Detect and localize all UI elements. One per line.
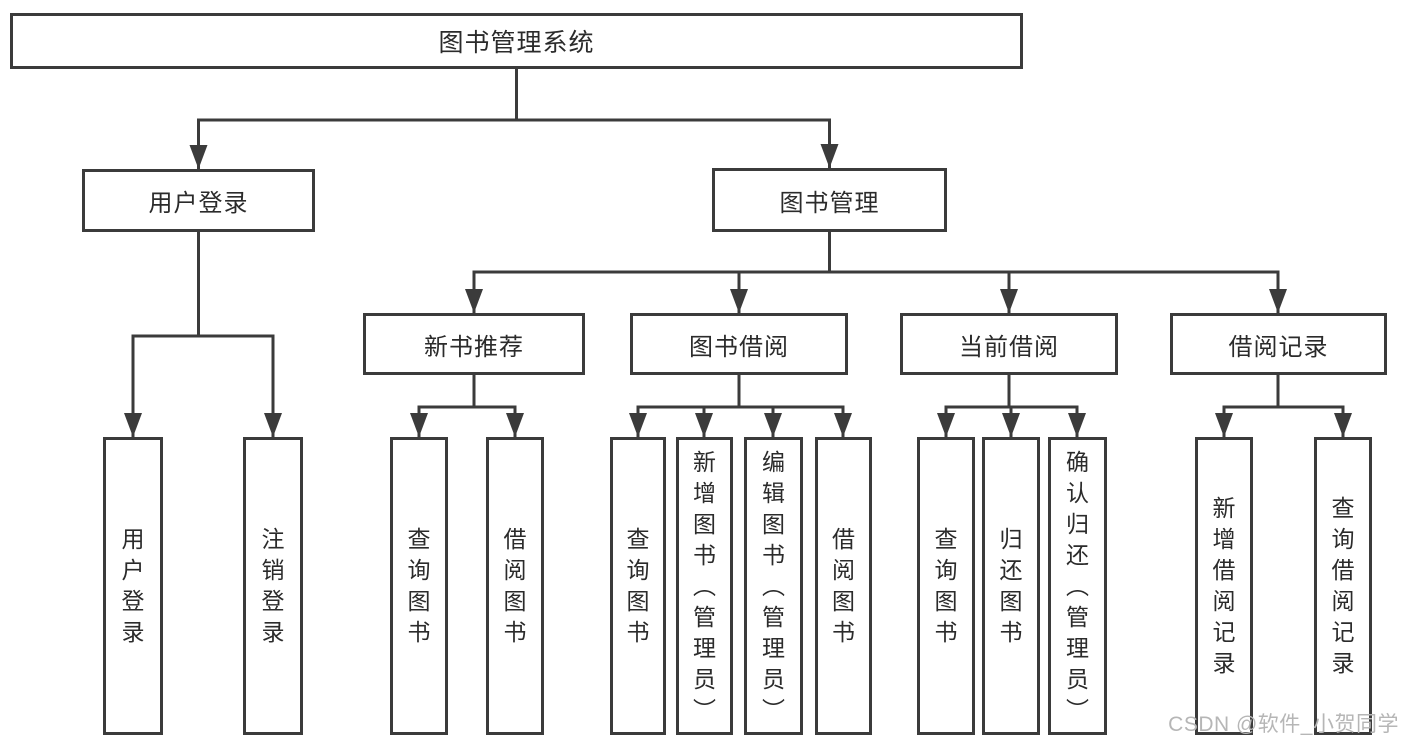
node-leaf-add-book-admin: 新 增 图 书 ︵ 管 理 员 ︶ [676,437,733,735]
node-new-book-recommend: 新书推荐 [363,313,585,375]
connector-current-borrow-to-leaves [937,375,1086,437]
arrow-down-icon [764,413,782,437]
watermark: CSDN @软件_小贺同学 [1168,713,1399,736]
node-root-library-system: 图书管理系统 [10,13,1023,69]
arrow-down-icon [730,289,748,313]
node-book-management: 图书管理 [712,168,947,232]
arrow-down-icon [189,145,208,169]
arrow-down-icon [820,144,839,168]
node-leaf-edit-book-admin: 编 辑 图 书 ︵ 管 理 员 ︶ [744,437,803,735]
node-leaf-query-books-1: 查 询 图 书 [390,437,448,735]
arrow-down-icon [410,413,428,437]
node-leaf-query-books-2: 查 询 图 书 [610,437,666,735]
node-borrowing-records: 借阅记录 [1170,313,1387,375]
arrow-down-icon [834,413,852,437]
node-leaf-borrow-books-1: 借 阅 图 书 [486,437,544,735]
node-current-borrowing: 当前借阅 [900,313,1118,375]
node-user-login: 用户登录 [82,169,315,232]
node-leaf-borrow-books-2: 借 阅 图 书 [815,437,872,735]
node-leaf-return-book: 归 还 图 书 [982,437,1040,735]
arrow-down-icon [1215,413,1233,437]
node-leaf-user-login: 用 户 登 录 [103,437,163,735]
node-leaf-add-borrow-record: 新 增 借 阅 记 录 [1195,437,1253,735]
node-leaf-confirm-return-admin: 确 认 归 还 ︵ 管 理 员 ︶ [1048,437,1107,735]
node-book-borrowing: 图书借阅 [630,313,848,375]
arrow-down-icon [124,413,142,437]
arrow-down-icon [937,413,955,437]
connector-book-borrow-to-leaves [629,375,852,437]
arrow-down-icon [506,413,524,437]
arrow-down-icon [1269,289,1287,313]
connector-book-mgmt-to-sections [465,232,1287,313]
node-leaf-logout: 注 销 登 录 [243,437,303,735]
arrow-down-icon [629,413,647,437]
arrow-down-icon [465,289,483,313]
arrow-down-icon [264,413,282,437]
arrow-down-icon [1002,413,1020,437]
connector-new-book-to-leaves [410,375,524,437]
arrow-down-icon [1334,413,1352,437]
connector-root-to-branches [189,69,839,169]
arrow-down-icon [1000,289,1018,313]
node-leaf-query-borrow-record: 查 询 借 阅 记 录 [1314,437,1372,735]
connector-borrow-records-to-leaves [1215,375,1352,437]
arrow-down-icon [695,413,713,437]
connector-user-login-to-leaves [124,232,282,437]
node-leaf-query-books-3: 查 询 图 书 [917,437,975,735]
arrow-down-icon [1068,413,1086,437]
